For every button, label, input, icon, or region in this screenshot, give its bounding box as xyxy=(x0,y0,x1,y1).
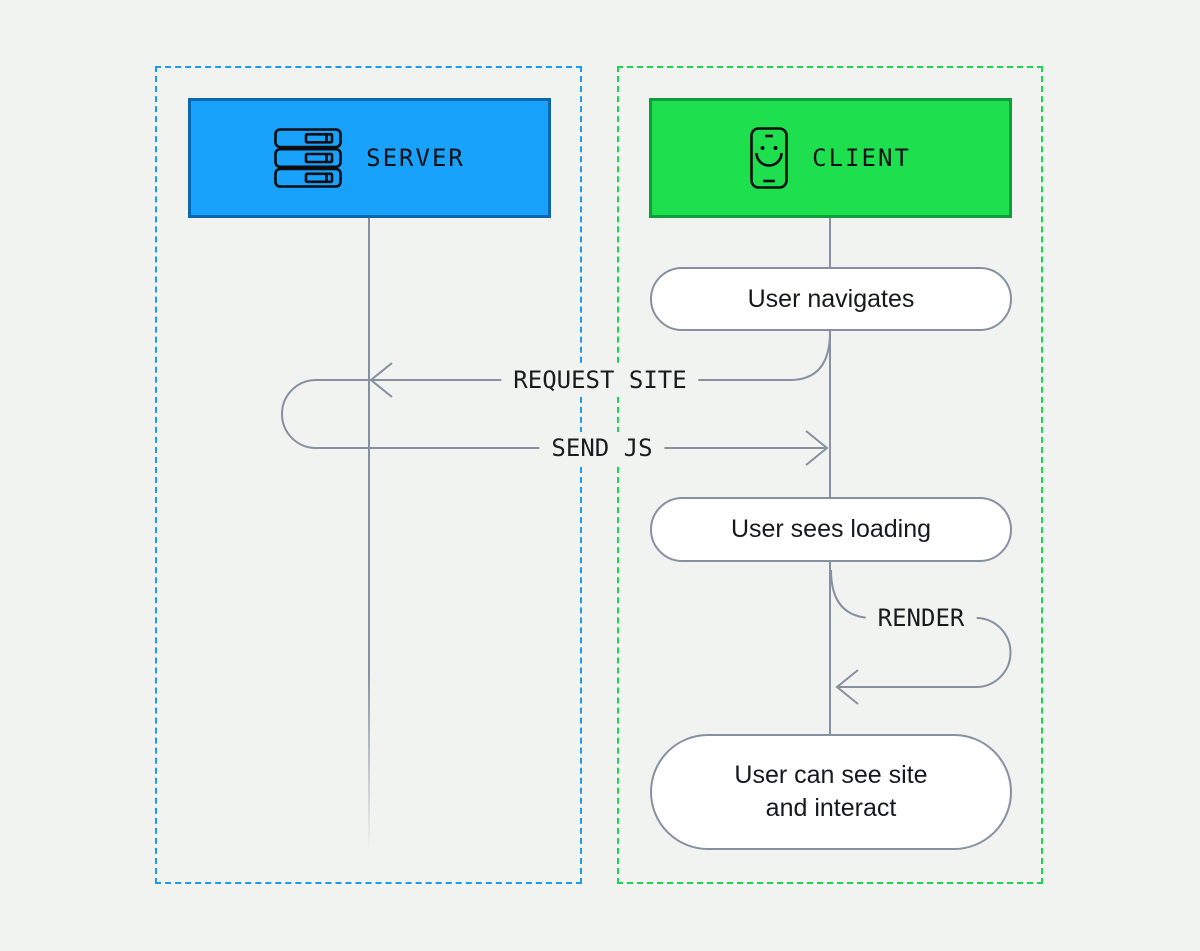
send-js-arrowhead xyxy=(805,430,829,466)
server-label: SERVER xyxy=(366,144,465,172)
event-user-sees-loading-label: User sees loading xyxy=(730,515,932,543)
event-user-sees-loading: User sees loading xyxy=(650,497,1012,562)
server-stack-icon xyxy=(274,128,342,188)
request-site-message-label: REQUEST SITE xyxy=(501,364,699,396)
send-js-message-label: SEND JS xyxy=(539,432,665,464)
event-user-navigates: User navigates xyxy=(650,267,1012,331)
request-arrowhead xyxy=(369,362,393,398)
event-user-can-interact-label: User can see site and interact xyxy=(734,761,928,822)
render-arrowhead xyxy=(835,669,859,705)
render-loop-wire xyxy=(830,569,1012,688)
render-message-label: RENDER xyxy=(865,602,977,634)
event-user-can-interact: User can see site and interact xyxy=(650,734,1012,850)
client-lane-container xyxy=(617,66,1043,884)
client-actor-box: CLIENT xyxy=(649,98,1012,218)
request-send-wire xyxy=(281,331,831,449)
client-label: CLIENT xyxy=(812,144,911,172)
smartphone-smiley-icon xyxy=(750,127,788,189)
server-lifeline xyxy=(368,218,370,850)
event-user-navigates-label: User navigates xyxy=(747,284,915,313)
server-actor-box: SERVER xyxy=(188,98,551,218)
server-lane-container xyxy=(155,66,582,884)
client-lifeline xyxy=(829,218,831,736)
